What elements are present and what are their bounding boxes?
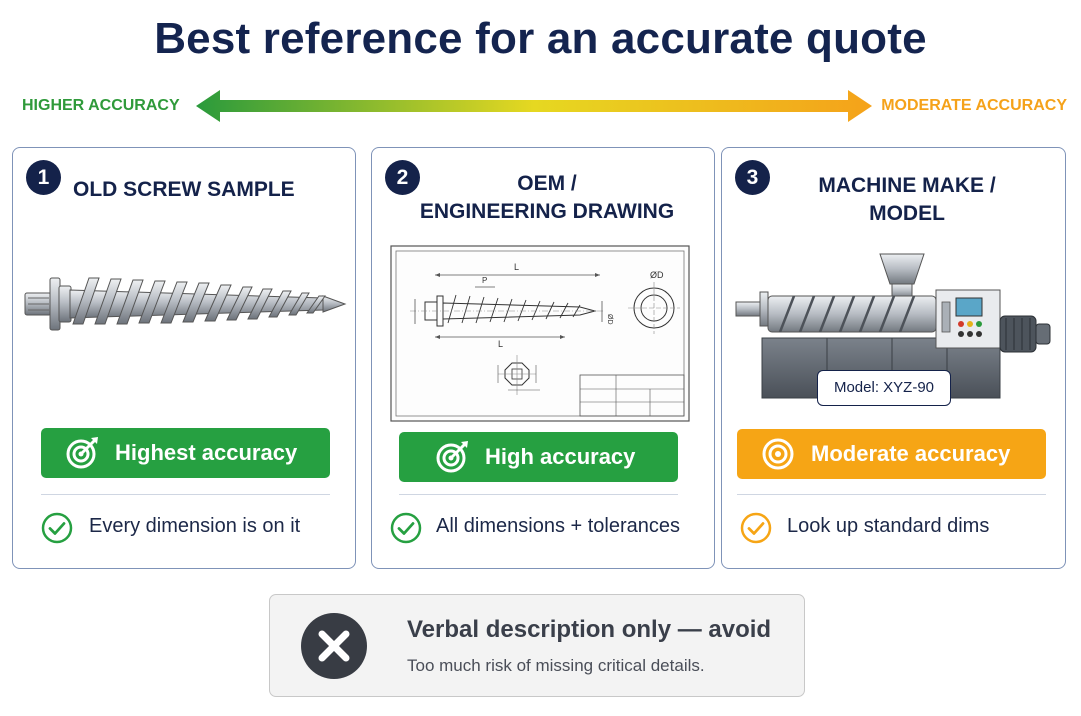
check-circle-icon — [390, 512, 422, 544]
avoid-title: Verbal description only — avoid — [407, 616, 772, 643]
engineering-drawing-illustration: L P ØD L ØD — [390, 245, 690, 422]
check-label: Every dimension is on it — [89, 515, 301, 537]
badge-label: Highest accuracy — [115, 440, 298, 465]
step-number: 2 — [385, 160, 420, 195]
model-tag: Model: XYZ-90 — [817, 370, 951, 406]
card-title: MACHINE MAKE / MODEL — [818, 174, 996, 225]
page-title: Best reference for an accurate quote — [154, 14, 927, 63]
card-engineering-drawing: 2 OEM / ENGINEERING DRAWING L P ØD L — [371, 147, 715, 569]
scale-left-label: HIGHER ACCURACY — [22, 97, 180, 114]
badge-label: Moderate accuracy — [811, 441, 1011, 466]
screw-illustration — [24, 277, 347, 331]
check-circle-icon — [740, 512, 772, 544]
accuracy-badge: Highest accuracy — [41, 428, 330, 478]
card-machine-make-model: 3 MACHINE MAKE / MODEL — [721, 147, 1066, 569]
accuracy-badge: High accuracy — [399, 432, 678, 482]
svg-text:ØD: ØD — [606, 314, 613, 325]
step-number: 3 — [735, 160, 770, 195]
dim-pitch: P — [482, 276, 487, 285]
accuracy-scale-arrow — [196, 90, 872, 122]
card-old-screw-sample: 1 OLD SCREW SAMPLE — [12, 147, 356, 569]
scale-right-label: MODERATE ACCURACY — [881, 97, 1067, 114]
target-arrow-icon — [436, 441, 468, 473]
dim-diameter: ØD — [650, 270, 664, 280]
dim-length-bottom: L — [498, 339, 503, 349]
check-label: All dimensions + tolerances — [436, 515, 681, 537]
avoid-notice: Verbal description only — avoid Too much… — [269, 594, 805, 697]
divider — [41, 494, 330, 495]
card-title: OLD SCREW SAMPLE — [73, 178, 295, 201]
dim-length-top: L — [514, 262, 519, 272]
divider — [399, 494, 678, 495]
check-label: Look up standard dims — [787, 515, 990, 537]
badge-label: High accuracy — [485, 444, 636, 469]
accuracy-badge: Moderate accuracy — [737, 429, 1046, 479]
check-circle-icon — [41, 512, 73, 544]
avoid-subtitle: Too much risk of missing critical detail… — [407, 656, 705, 675]
x-circle-icon — [301, 613, 367, 679]
target-icon — [762, 438, 794, 470]
target-arrow-icon — [66, 437, 98, 469]
step-number: 1 — [26, 160, 61, 195]
card-title: OEM / ENGINEERING DRAWING — [419, 172, 675, 223]
divider — [737, 494, 1046, 495]
